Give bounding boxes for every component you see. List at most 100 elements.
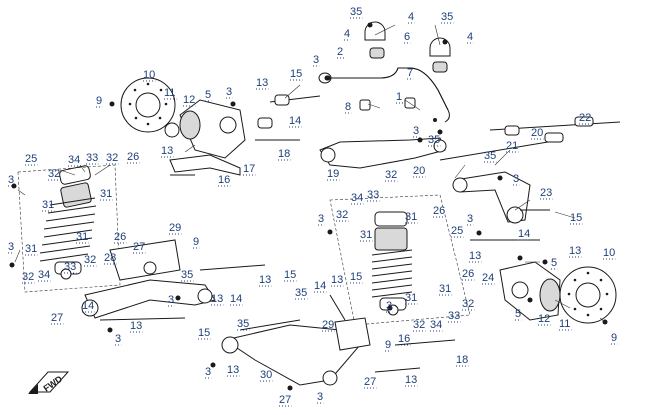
callout-22: 22 <box>579 112 591 124</box>
callout-12: 12 <box>538 313 550 325</box>
callout-35: 35 <box>441 11 453 23</box>
callout-34: 34 <box>430 319 442 331</box>
callout-14: 14 <box>314 280 326 292</box>
callout-26: 26 <box>433 205 445 217</box>
callout-26: 26 <box>462 268 474 280</box>
callout-8: 8 <box>345 101 351 113</box>
callout-9: 9 <box>611 332 617 344</box>
callout-30: 30 <box>260 369 272 381</box>
callout-27: 27 <box>279 394 291 406</box>
callout-14: 14 <box>82 300 94 312</box>
callout-31: 31 <box>100 188 112 200</box>
callout-20: 20 <box>413 165 425 177</box>
callout-1: 1 <box>396 91 402 103</box>
parts-artwork <box>9 21 621 391</box>
callout-35: 35 <box>428 134 440 146</box>
callout-31: 31 <box>25 243 37 255</box>
callout-5: 5 <box>515 308 521 320</box>
callout-27: 27 <box>364 376 376 388</box>
callout-13: 13 <box>469 250 481 262</box>
callout-32: 32 <box>462 298 474 310</box>
callout-16: 16 <box>398 333 410 345</box>
callout-14: 14 <box>289 115 301 127</box>
callout-3: 3 <box>513 173 519 185</box>
callout-3: 3 <box>313 54 319 66</box>
callout-13: 13 <box>130 320 142 332</box>
callout-3: 3 <box>467 213 473 225</box>
callout-35: 35 <box>181 269 193 281</box>
callouts: 1 2 3 3 3 3 3 3 3 3 3 3 3 3 3 4 4 4 5 5 … <box>8 6 618 407</box>
callout-7: 7 <box>407 67 413 79</box>
callout-3: 3 <box>205 366 211 378</box>
callout-15: 15 <box>350 271 362 283</box>
right-shock-absorber <box>371 211 413 316</box>
callout-25: 25 <box>25 153 37 165</box>
callout-13: 13 <box>256 77 268 89</box>
callout-26: 26 <box>127 151 139 163</box>
callout-32: 32 <box>84 254 96 266</box>
forward-arrow-icon: FWD <box>28 371 70 394</box>
callout-15: 15 <box>570 212 582 224</box>
callout-34: 34 <box>351 192 363 204</box>
callout-33: 33 <box>86 152 98 164</box>
callout-31: 31 <box>439 283 451 295</box>
callout-31: 31 <box>42 199 54 211</box>
callout-24: 24 <box>482 272 494 284</box>
callout-32: 32 <box>413 319 425 331</box>
callout-31: 31 <box>76 231 88 243</box>
callout-9: 9 <box>193 236 199 248</box>
callout-32: 32 <box>336 209 348 221</box>
callout-15: 15 <box>198 327 210 339</box>
callout-3: 3 <box>8 241 14 253</box>
callout-10: 10 <box>143 69 155 81</box>
callout-13: 13 <box>405 374 417 386</box>
callout-31: 31 <box>405 211 417 223</box>
callout-13: 13 <box>259 274 271 286</box>
callout-12: 12 <box>183 94 195 106</box>
callout-19: 19 <box>327 168 339 180</box>
callout-4: 4 <box>467 31 473 43</box>
callout-4: 4 <box>344 28 350 40</box>
callout-14: 14 <box>518 228 530 240</box>
callout-13: 13 <box>331 274 343 286</box>
callout-4: 4 <box>408 11 414 23</box>
callout-35: 35 <box>484 150 496 162</box>
callout-25: 25 <box>451 225 463 237</box>
callout-2: 2 <box>337 46 343 58</box>
callout-3: 3 <box>8 174 14 186</box>
callout-28: 28 <box>104 252 116 264</box>
callout-13: 13 <box>569 245 581 257</box>
callout-18: 18 <box>278 148 290 160</box>
callout-3: 3 <box>226 86 232 98</box>
callout-33: 33 <box>448 310 460 322</box>
callout-3: 3 <box>413 125 419 137</box>
callout-3: 3 <box>115 333 121 345</box>
callout-16: 16 <box>218 174 230 186</box>
callout-27: 27 <box>51 312 63 324</box>
callout-5: 5 <box>205 89 211 101</box>
callout-13: 13 <box>161 145 173 157</box>
callout-32: 32 <box>22 271 34 283</box>
callout-34: 34 <box>38 269 50 281</box>
callout-14: 14 <box>230 293 242 305</box>
callout-18: 18 <box>456 354 468 366</box>
callout-3: 3 <box>317 391 323 403</box>
callout-35: 35 <box>350 6 362 18</box>
callout-29: 29 <box>322 319 334 331</box>
callout-35: 35 <box>295 287 307 299</box>
callout-15: 15 <box>284 269 296 281</box>
callout-21: 21 <box>506 140 518 152</box>
callout-29: 29 <box>169 222 181 234</box>
callout-3: 3 <box>318 213 324 225</box>
callout-32: 32 <box>48 168 60 180</box>
callout-15: 15 <box>290 68 302 80</box>
callout-17: 17 <box>243 163 255 175</box>
callout-10: 10 <box>603 247 615 259</box>
callout-34: 34 <box>68 154 80 166</box>
callout-13: 13 <box>211 293 223 305</box>
callout-3: 3 <box>168 294 174 306</box>
callout-20: 20 <box>531 127 543 139</box>
callout-13: 13 <box>227 364 239 376</box>
callout-11: 11 <box>559 318 570 330</box>
